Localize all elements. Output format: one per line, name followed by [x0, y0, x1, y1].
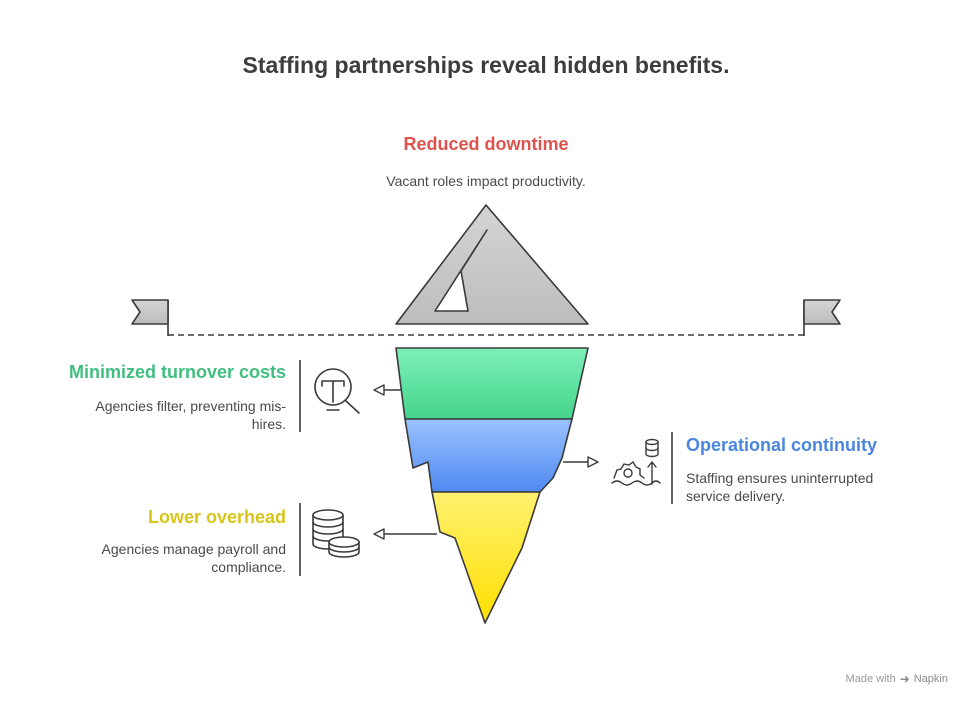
turnover-costs-description-line: Agencies filter, preventing mis- [95, 398, 286, 414]
napkin-logo-icon: ➜ [899, 672, 910, 686]
operational-continuity-description-line: Staffing ensures uninterrupted [686, 470, 874, 486]
magnifier-filter-icon [314, 368, 360, 414]
mountain-icon [395, 204, 589, 325]
operational-continuity-description: Staffing ensures uninterrupted service d… [686, 469, 873, 505]
lower-overhead-description: Agencies manage payroll and compliance. [102, 540, 286, 576]
continuity-connector [563, 432, 673, 504]
turnover-costs-heading: Minimized turnover costs [68, 362, 286, 382]
iceberg-blue-layer [404, 418, 573, 493]
turnover-costs-description: Agencies filter, preventing mis- hires. [95, 397, 286, 433]
page-title: Staffing partnerships reveal hidden bene… [242, 52, 730, 78]
turnover-costs-description-line: hires. [251, 416, 286, 432]
iceberg-green-layer [395, 347, 589, 420]
footer-credit: Made with ➜ Napkin [846, 672, 948, 686]
lower-overhead-heading: Lower overhead [147, 507, 286, 527]
iceberg-yellow-layer [431, 491, 541, 624]
reduced-downtime-description: Vacant roles impact productivity. [386, 173, 586, 189]
coins-stack-icon [312, 509, 360, 558]
operational-continuity-description-line: service delivery. [686, 488, 786, 504]
flag-icon [131, 299, 169, 336]
flag-icon [803, 299, 841, 336]
overhead-connector [299, 503, 437, 576]
turnover-connector [299, 360, 402, 432]
operational-continuity-heading: Operational continuity [686, 435, 878, 455]
footer-prefix: Made with [845, 673, 896, 685]
lower-overhead-description-line: compliance. [211, 559, 286, 575]
footer-brand: Napkin [913, 673, 948, 685]
lower-overhead-description-line: Agencies manage payroll and [101, 541, 286, 557]
gear-database-icon [611, 438, 661, 486]
reduced-downtime-heading: Reduced downtime [403, 134, 569, 154]
